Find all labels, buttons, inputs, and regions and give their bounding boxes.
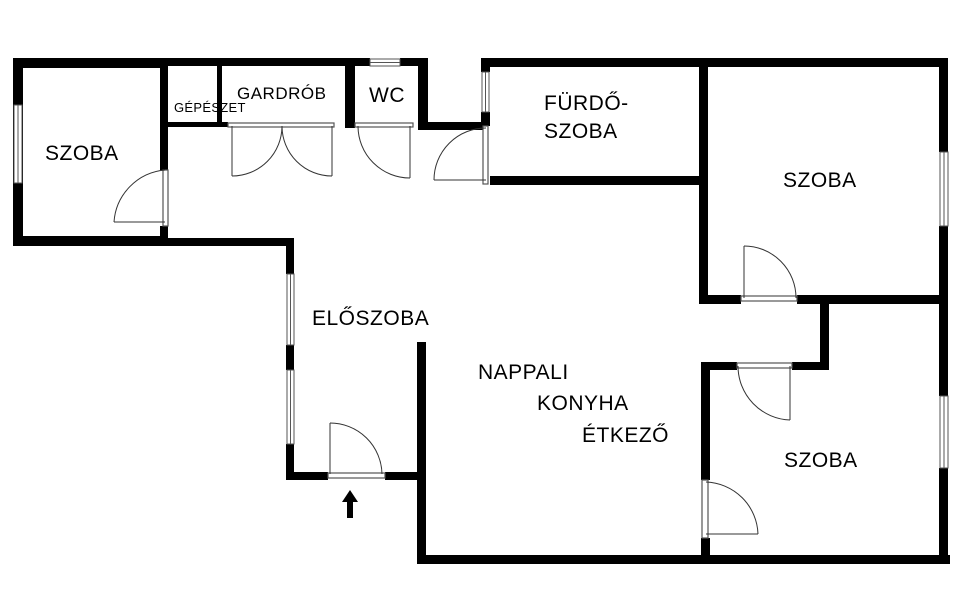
wall bbox=[701, 362, 737, 370]
door bbox=[227, 122, 335, 177]
wall bbox=[699, 58, 708, 304]
wall bbox=[286, 238, 294, 274]
wall bbox=[792, 362, 829, 370]
room-label-eloszoba: ELŐSZOBA bbox=[312, 307, 429, 330]
wall bbox=[797, 295, 948, 304]
room-label-szoba-top-right: SZOBA bbox=[783, 169, 857, 192]
room-label-furdoszoba-2: SZOBA bbox=[544, 120, 618, 143]
door bbox=[740, 245, 798, 302]
door bbox=[701, 479, 759, 539]
window bbox=[286, 273, 295, 346]
room-label-wc: WC bbox=[369, 84, 405, 107]
room-label-furdoszoba-1: FÜRDŐ- bbox=[544, 92, 629, 115]
wall bbox=[701, 362, 710, 480]
windows bbox=[13, 58, 949, 469]
wall bbox=[490, 176, 708, 185]
room-label-nappali: NAPPALI bbox=[478, 361, 569, 384]
wall bbox=[701, 538, 710, 564]
room-label-etkezo: ÉTKEZŐ bbox=[582, 424, 669, 447]
window bbox=[481, 71, 490, 113]
door bbox=[433, 125, 489, 185]
up-arrow-icon bbox=[342, 490, 358, 518]
room-label-gepeszet: GÉPÉSZET bbox=[174, 100, 246, 115]
walls bbox=[13, 58, 950, 564]
room-label-gardrob: GARDRÓB bbox=[237, 84, 326, 103]
wall bbox=[160, 226, 168, 246]
door bbox=[354, 122, 414, 179]
room-labels: SZOBA GÉPÉSZET GARDRÓB WC FÜRDŐ- SZOBA S… bbox=[45, 84, 858, 472]
wall bbox=[481, 112, 490, 126]
wall bbox=[418, 122, 488, 130]
wall bbox=[13, 236, 168, 246]
wall bbox=[400, 58, 428, 66]
wall bbox=[939, 58, 948, 152]
room-label-szoba-bottom-right: SZOBA bbox=[784, 449, 858, 472]
wall bbox=[345, 66, 355, 128]
wall bbox=[217, 66, 222, 126]
wall bbox=[418, 58, 428, 130]
wall bbox=[939, 226, 948, 396]
wall bbox=[417, 555, 950, 564]
entrance-door bbox=[327, 422, 386, 479]
wall bbox=[481, 58, 948, 67]
window bbox=[13, 104, 23, 184]
room-label-konyha: KONYHA bbox=[537, 392, 629, 415]
doors bbox=[113, 122, 798, 539]
window bbox=[939, 151, 949, 227]
wall bbox=[417, 342, 426, 564]
door bbox=[736, 362, 793, 421]
wall bbox=[820, 295, 829, 370]
window bbox=[286, 369, 295, 445]
window bbox=[369, 58, 401, 67]
wall bbox=[168, 122, 228, 127]
wall bbox=[286, 472, 328, 480]
wall bbox=[160, 60, 168, 170]
wall bbox=[286, 444, 294, 480]
wall bbox=[286, 345, 294, 370]
wall bbox=[699, 295, 741, 304]
wall bbox=[160, 58, 370, 66]
window bbox=[939, 395, 949, 469]
room-label-szoba-left: SZOBA bbox=[45, 142, 119, 165]
wall bbox=[385, 472, 425, 480]
wall bbox=[13, 58, 168, 68]
wall bbox=[481, 58, 490, 72]
wall bbox=[939, 468, 948, 564]
door bbox=[113, 169, 169, 227]
wall bbox=[160, 238, 294, 246]
